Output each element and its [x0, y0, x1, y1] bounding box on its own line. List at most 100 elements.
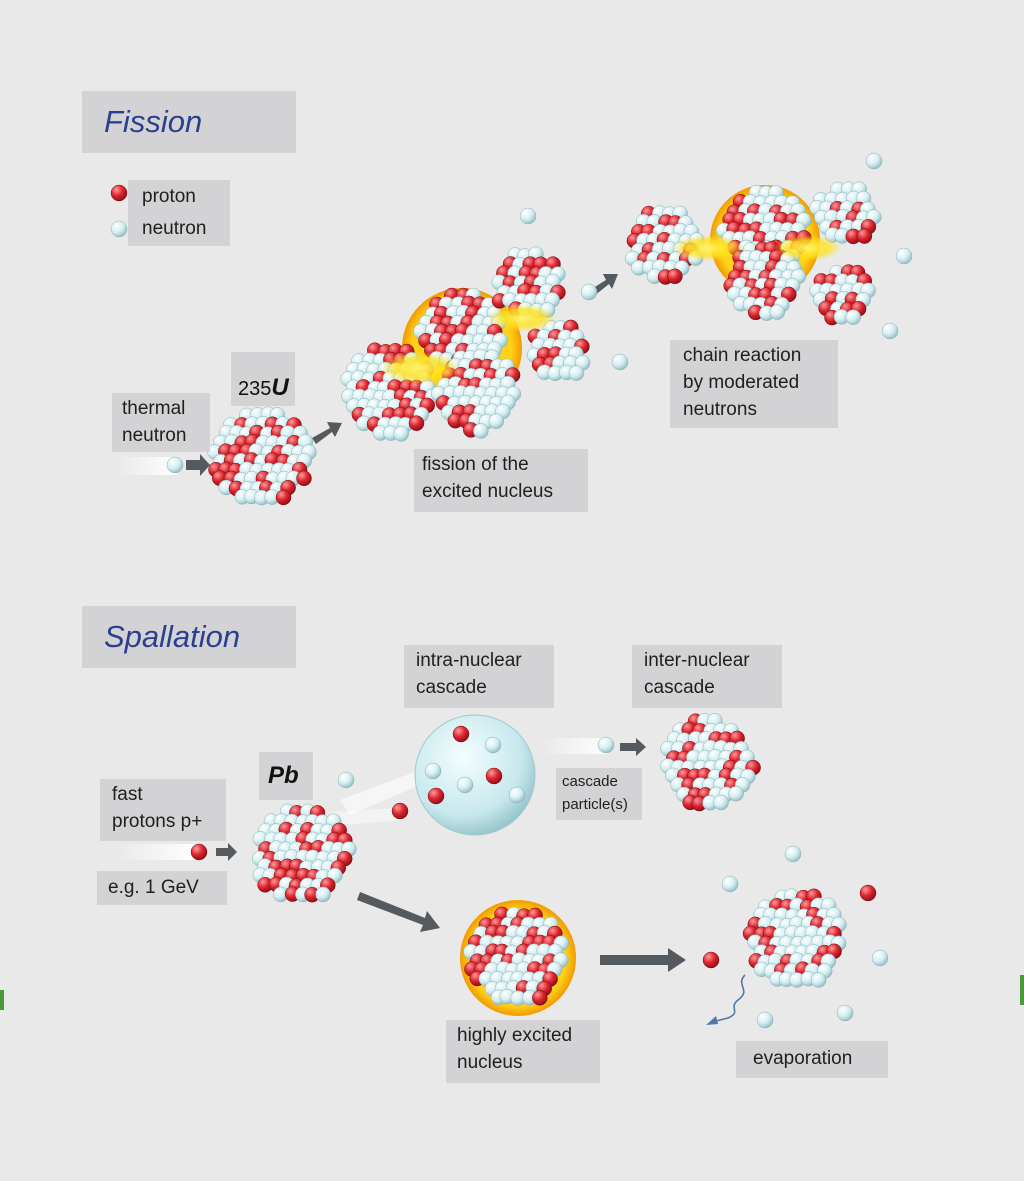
- neutron-ball: [836, 1004, 854, 1022]
- neutron-ball: [871, 949, 889, 967]
- excited-label-line-1: highly excited: [457, 1025, 573, 1046]
- neutron-ball: [721, 875, 739, 893]
- thermal-neutron-line-2: neutron: [122, 425, 187, 446]
- uranium-isotope-label: 235U: [238, 374, 289, 402]
- proton-ball: [859, 884, 877, 902]
- lead-target-box: [259, 752, 313, 800]
- uranium-isotope-box: [231, 352, 295, 406]
- proton-ball: [667, 268, 683, 285]
- spallation-title: Spallation: [82, 606, 296, 668]
- lead-nucleus: [251, 803, 357, 903]
- inter-nuclear-label: inter-nuclear cascade: [632, 645, 782, 708]
- neutron-ball: [580, 283, 598, 301]
- excited-label-line-2: nucleus: [457, 1052, 523, 1073]
- thermal-neutron-label: thermal neutron: [112, 393, 210, 452]
- fission-label-line-1: fission of the: [422, 454, 529, 475]
- neutron-ball: [337, 771, 355, 789]
- legend-neutron-label: neutron: [128, 214, 230, 246]
- neutron-ball: [845, 309, 861, 325]
- chain-reaction-label: chain reaction by moderated neutrons: [670, 340, 838, 428]
- thermal-neutron-line-1: thermal: [122, 398, 186, 419]
- chain-label-line-3: neutrons: [683, 399, 757, 420]
- uranium-nucleus: [207, 406, 317, 506]
- neutron-ball: [611, 353, 629, 371]
- fast-protons-line-2: protons p+: [112, 811, 203, 832]
- proton-ball: [391, 802, 409, 820]
- chain-nucleus-3: [723, 240, 807, 321]
- legend-proton-text: proton: [142, 186, 196, 207]
- legend-neutron-icon: [110, 220, 128, 238]
- isotope-mass: 235: [238, 378, 272, 400]
- proton-ball: [275, 489, 292, 506]
- neutron-ball: [865, 152, 883, 170]
- neutron-ball: [756, 1011, 774, 1029]
- neutron-ball: [315, 886, 331, 903]
- neutron-ball: [784, 845, 802, 863]
- highly-excited-nucleus: [463, 906, 569, 1006]
- chain-nucleus-4: [809, 181, 882, 245]
- lead-target-label: Pb: [268, 762, 299, 789]
- fission-excited-label: fission of the excited nucleus: [414, 449, 588, 512]
- neutron-ball: [393, 426, 409, 442]
- chain-label-line-1: chain reaction: [683, 345, 802, 366]
- neutron-ball: [881, 322, 899, 340]
- emitted-particles: [110, 152, 913, 1029]
- neutron-ball: [473, 423, 489, 439]
- neutron-ball: [488, 413, 505, 429]
- chain-nucleus-5: [809, 264, 876, 326]
- neutron-ball: [456, 776, 474, 794]
- proton-ball: [702, 951, 720, 969]
- fast-protons-line-1: fast: [112, 784, 143, 805]
- legend-proton-label: proton: [128, 180, 230, 214]
- isotope-symbol: U: [271, 374, 289, 401]
- neutron-ball: [519, 207, 537, 225]
- chain-label-line-2: by moderated: [683, 372, 800, 393]
- neutron-ball: [728, 785, 744, 802]
- fission-label-line-2: excited nucleus: [422, 481, 553, 502]
- gamma-arrowhead: [706, 1016, 718, 1025]
- fast-protons-label: fast protons p+: [100, 779, 226, 841]
- neutron-ball: [166, 456, 184, 474]
- neutron-ball: [895, 247, 913, 265]
- proton-ball: [408, 415, 425, 431]
- intra-label-line-1: intra-nuclear: [416, 650, 522, 671]
- evaporating-nucleus: [742, 888, 847, 988]
- neutron-ball: [713, 794, 729, 811]
- neutron-ball: [810, 972, 827, 988]
- proton-ball: [532, 990, 548, 1006]
- particle-trails: [115, 457, 608, 860]
- proton-ball: [856, 228, 873, 244]
- legend-neutron-text: neutron: [142, 218, 207, 239]
- neutron-ball: [597, 736, 615, 754]
- fragment-nucleus-1: [340, 342, 441, 442]
- right-edge-mark: [1020, 975, 1024, 1005]
- cascade-particles-line-2: particle(s): [562, 796, 628, 813]
- neutron-ball: [568, 365, 585, 381]
- intra-nuclear-bubble: [414, 714, 536, 836]
- neutron-ball: [424, 762, 442, 780]
- fission-product-2: [526, 319, 591, 382]
- evaporation-label: evaporation: [736, 1041, 888, 1078]
- inter-nuclear-nucleus: [660, 712, 761, 812]
- inter-label-line-1: inter-nuclear: [644, 650, 750, 671]
- intra-nuclear-label: intra-nuclear cascade: [404, 645, 554, 708]
- gamma-wave: [711, 974, 746, 1023]
- energy-label: e.g. 1 GeV: [97, 871, 227, 905]
- legend-proton-icon: [110, 184, 128, 202]
- proton-ball: [485, 767, 503, 785]
- proton-ball: [452, 725, 470, 743]
- neutron-ball: [508, 786, 526, 804]
- proton-ball: [427, 787, 445, 805]
- inter-label-line-2: cascade: [644, 677, 715, 698]
- nuclei-layer: [207, 181, 882, 1006]
- proton-ball: [190, 843, 208, 861]
- intra-label-line-2: cascade: [416, 677, 487, 698]
- proton-ball: [296, 470, 312, 487]
- cascade-particles-label: cascade particle(s): [556, 768, 642, 820]
- fission-title: Fission: [82, 91, 296, 153]
- fission-sparks: [380, 235, 842, 384]
- left-edge-mark: [0, 990, 4, 1010]
- neutron-ball: [769, 304, 786, 320]
